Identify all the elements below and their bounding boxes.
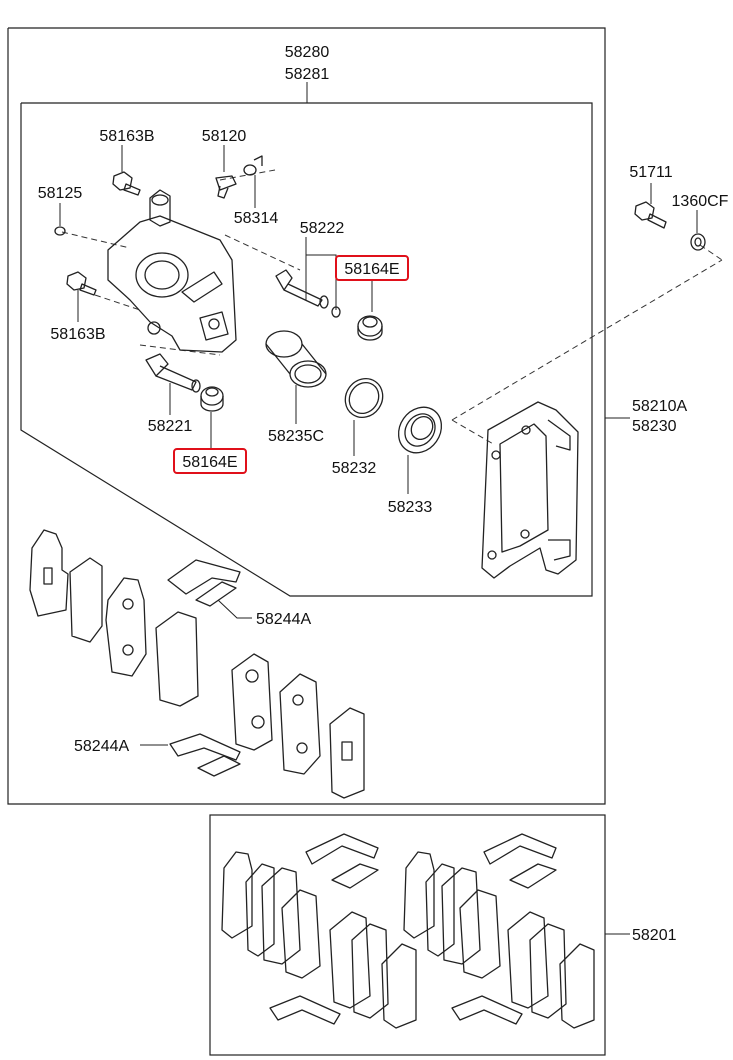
bolt-58163B-top-part xyxy=(112,171,141,196)
boot-58233-part xyxy=(397,406,443,454)
caliper-assembly-frame xyxy=(20,102,593,597)
label-carrier-bolt: 51711 xyxy=(629,164,672,181)
label-boot-upper: 58164E xyxy=(344,261,399,278)
label-carrier-b: 58230 xyxy=(632,418,677,435)
boot-58164E-lower-part xyxy=(200,386,224,412)
cap-58125-part xyxy=(54,226,66,236)
label-piston: 58235C xyxy=(268,428,324,445)
guide-pin-58222-part xyxy=(275,269,329,309)
label-boot-lower: 58164E xyxy=(182,454,237,471)
guide-pin-58221-part xyxy=(145,353,201,393)
label-bleeder: 58120 xyxy=(202,128,247,145)
label-piston-boot: 58233 xyxy=(388,499,433,516)
highlight-box-upper xyxy=(335,255,409,281)
dash-line-3 xyxy=(94,294,141,311)
highlight-box-lower xyxy=(173,448,247,474)
label-bolt-left: 58163B xyxy=(50,326,105,343)
label-washer: 1360CF xyxy=(672,193,729,210)
pad-kit-58201-part xyxy=(221,833,595,1029)
leader-58244A-upper xyxy=(217,599,252,619)
cap-58314-part xyxy=(243,155,263,176)
dash-line-6 xyxy=(451,419,496,446)
bolt-51711-part xyxy=(634,201,667,229)
pad-kit-frame xyxy=(209,814,606,1056)
bleeder-58120-part xyxy=(215,175,237,199)
label-pad-kit: 58201 xyxy=(632,927,677,944)
dash-line-2 xyxy=(224,234,301,271)
brake-pads-part xyxy=(29,529,365,799)
label-caliper-assembly-a: 58280 xyxy=(285,44,330,61)
carrier-58210A-part xyxy=(481,401,579,579)
dash-line-1 xyxy=(61,231,131,249)
label-carrier-a: 58210A xyxy=(632,398,687,415)
leader-58222 xyxy=(305,237,337,310)
label-clip-upper: 58244A xyxy=(256,611,311,628)
label-cap-bleeder: 58314 xyxy=(234,210,279,227)
washer-1360CF-part xyxy=(690,233,706,251)
outer-frame xyxy=(7,27,606,805)
label-cap-small: 58125 xyxy=(38,185,83,202)
caliper-body-part xyxy=(107,189,237,353)
bushing-58222-part xyxy=(331,306,341,318)
label-guide-pin-lower: 58221 xyxy=(148,418,193,435)
clip-58244A-lower-part xyxy=(169,733,241,777)
clip-58244A-upper-part xyxy=(167,559,241,607)
bolt-58163B-left-part xyxy=(66,271,97,296)
label-guide-pin-upper: 58222 xyxy=(300,220,345,237)
label-piston-seal: 58232 xyxy=(332,460,377,477)
boot-58164E-top-part xyxy=(357,315,383,341)
piston-58235C-part xyxy=(265,330,327,388)
seal-58232-part xyxy=(344,377,384,419)
label-caliper-assembly-b: 58281 xyxy=(285,66,330,83)
dash-line-5 xyxy=(451,259,723,421)
label-clip-lower: 58244A xyxy=(74,738,129,755)
label-bolt-top: 58163B xyxy=(99,128,154,145)
